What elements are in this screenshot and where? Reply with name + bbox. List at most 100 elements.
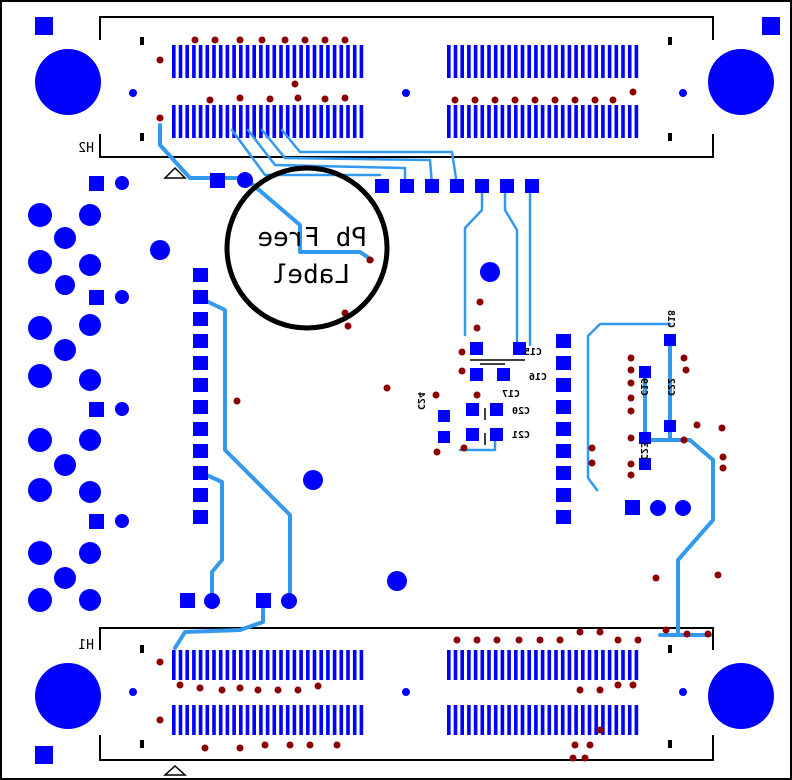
via	[233, 397, 241, 405]
header-pin	[332, 650, 337, 680]
header-pin	[192, 45, 196, 78]
header-pin	[587, 105, 592, 138]
via	[627, 354, 635, 362]
column-pad	[556, 334, 571, 348]
header-pin	[567, 105, 572, 138]
header-pin	[500, 45, 505, 78]
row-pad	[375, 179, 389, 193]
connector-pad	[115, 290, 129, 304]
via	[471, 96, 479, 104]
connector-square-pad	[89, 514, 104, 529]
header-pin	[581, 650, 585, 680]
connector-pad	[79, 204, 101, 226]
header-pin	[607, 105, 612, 138]
header-pin	[185, 45, 189, 78]
via	[306, 741, 314, 749]
via	[634, 636, 642, 644]
header-pin	[279, 45, 283, 78]
via	[662, 626, 670, 634]
header-pin	[554, 105, 558, 138]
header-pin	[285, 45, 290, 78]
header-pin	[467, 45, 471, 78]
header-pin	[218, 705, 223, 735]
header-pin	[232, 105, 236, 138]
via	[453, 636, 461, 644]
via	[652, 574, 660, 582]
header-pin	[601, 105, 605, 138]
traces	[158, 123, 715, 650]
via	[680, 354, 688, 362]
header-pin	[205, 45, 210, 78]
header-pin	[232, 650, 236, 680]
header-pin	[520, 105, 525, 138]
row-pad	[525, 179, 539, 193]
header-pin	[312, 650, 317, 680]
header-pin	[225, 705, 230, 735]
header-pin	[319, 45, 323, 78]
column-pad	[193, 334, 208, 348]
connector-pad	[79, 542, 101, 564]
connector-pad	[28, 541, 52, 565]
via	[627, 394, 635, 402]
header-pin	[587, 650, 592, 680]
connector-pad	[28, 316, 52, 340]
via	[682, 366, 690, 374]
header-pin	[627, 105, 632, 138]
via	[569, 754, 577, 762]
header-pin	[447, 105, 451, 138]
header-h1-ref: H1	[78, 638, 94, 653]
header-pin	[493, 650, 498, 680]
via	[211, 36, 219, 44]
header-pin	[285, 705, 290, 735]
header-pin	[493, 105, 498, 138]
header-pin	[299, 650, 303, 680]
via	[718, 424, 726, 432]
via	[719, 453, 727, 461]
via	[571, 96, 579, 104]
header-pin	[567, 705, 572, 735]
column-pad	[556, 466, 571, 480]
label-c22: C22	[665, 378, 676, 396]
connector-pad	[54, 339, 76, 361]
via	[536, 636, 544, 644]
header-pin	[252, 105, 256, 138]
header-pin	[225, 45, 230, 78]
header-pin	[312, 705, 317, 735]
column-pad	[193, 290, 208, 304]
header-pin	[272, 650, 277, 680]
header-pin	[487, 650, 491, 680]
header-pin	[198, 105, 203, 138]
via	[627, 379, 635, 387]
connector-pad	[79, 314, 101, 336]
header-pin	[252, 45, 256, 78]
via	[383, 384, 391, 392]
header-pin	[460, 650, 464, 680]
via	[704, 630, 712, 638]
via	[627, 407, 635, 415]
header-pin	[574, 45, 578, 78]
header-pin	[339, 650, 344, 680]
header-pin	[534, 105, 538, 138]
header-pin	[326, 105, 330, 138]
cap-cluster	[438, 334, 676, 470]
header-pin	[480, 105, 485, 138]
header-pin	[352, 705, 357, 735]
header-pin	[359, 705, 364, 735]
header-pin	[299, 705, 303, 735]
header-pin	[198, 650, 203, 680]
header-pin	[567, 650, 572, 680]
header-pin	[265, 105, 270, 138]
row-pad	[475, 179, 489, 193]
column-pad	[193, 378, 208, 392]
header-pin	[487, 705, 491, 735]
via	[511, 96, 519, 104]
column-pad	[556, 510, 571, 524]
header-pin	[480, 45, 485, 78]
header-pin	[185, 705, 189, 735]
header-pin	[447, 650, 451, 680]
header-pin	[306, 105, 310, 138]
via	[432, 391, 440, 399]
header-pin	[259, 650, 263, 680]
via	[531, 96, 539, 104]
header-pin	[212, 705, 216, 735]
